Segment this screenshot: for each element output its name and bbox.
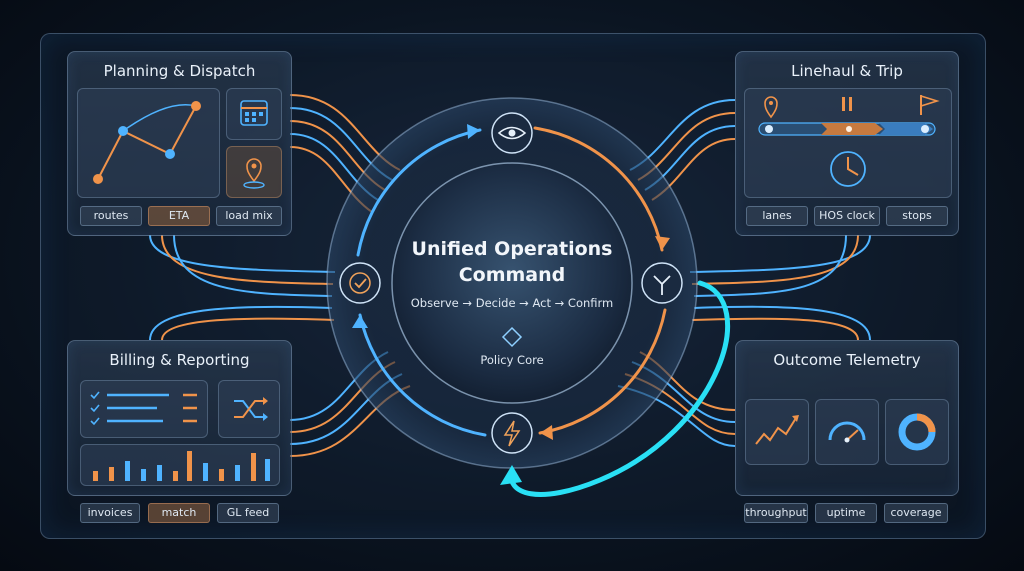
policy-diamond-icon: [501, 326, 523, 348]
chip-stops: stops: [886, 206, 948, 226]
clock-icon: [830, 151, 866, 187]
chip-eta: ETA: [148, 206, 210, 226]
panel-title: Planning & Dispatch: [103, 62, 256, 80]
eye-icon: [491, 112, 533, 154]
pause-icon: [842, 97, 852, 111]
core-loop-text: Observe → Decide → Act → Confirm: [410, 296, 614, 310]
lightning-icon: [491, 412, 533, 454]
panel-linehaul: Linehaul & Trip lanes: [735, 51, 959, 236]
checklist-tile: [80, 380, 208, 438]
check-circle-icon: [339, 262, 381, 304]
bar-chart-tile: [80, 444, 280, 486]
core-sphere: [391, 162, 633, 404]
route-map-tile: [77, 88, 220, 198]
checklist-icon: [90, 391, 197, 426]
panel-planning: Planning & Dispatch routes ETA load mix: [67, 51, 292, 236]
chip-throughput: throughput: [744, 503, 808, 523]
panel-telemetry: Outcome Telemetry: [735, 340, 959, 496]
location-pin-icon: [243, 158, 265, 189]
cycle-arrows: [352, 124, 670, 440]
chip-invoices: invoices: [80, 503, 140, 523]
panel-billing: Billing & Reporting: [67, 340, 292, 496]
trend-line-icon: [755, 415, 799, 445]
chip-lanes: lanes: [746, 206, 808, 226]
chip-uptime: uptime: [815, 503, 877, 523]
feedback-arrowhead: [500, 465, 522, 485]
route-map-icon: [93, 101, 201, 184]
donut-tile: [885, 399, 949, 465]
bar-chart-icon: [93, 451, 270, 481]
calendar-tile: [226, 88, 282, 140]
chip-load-mix: load mix: [216, 206, 282, 226]
gauge-icon: [828, 421, 866, 443]
donut-icon: [898, 413, 936, 451]
chip-match: match: [148, 503, 210, 523]
shuffle-tile: [218, 380, 280, 438]
trip-timeline-tile: [744, 88, 952, 198]
gauge-tile: [815, 399, 879, 465]
feedback-loop: [508, 280, 731, 497]
panel-title: Linehaul & Trip: [791, 62, 903, 80]
shuffle-icon: [234, 397, 268, 421]
chip-coverage: coverage: [884, 503, 948, 523]
chip-routes: routes: [80, 206, 142, 226]
panel-title: Billing & Reporting: [109, 351, 250, 369]
core-title-line1: Unified Operations: [411, 238, 613, 260]
core-title-line2: Command: [458, 264, 566, 286]
connector-right-vertical: [689, 234, 871, 341]
trip-timeline: [758, 94, 940, 187]
chip-hos-clock: HOS clock: [814, 206, 880, 226]
chip-gl-feed: GL feed: [217, 503, 279, 523]
connector-left-vertical: [149, 234, 336, 341]
policy-core-label: Policy Core: [480, 353, 544, 367]
trend-tile: [745, 399, 809, 465]
flag-icon: [920, 94, 940, 115]
location-pin-icon: [764, 96, 778, 119]
branch-arrows-icon: [641, 262, 683, 304]
location-tile: [226, 146, 282, 198]
panel-title: Outcome Telemetry: [773, 351, 921, 369]
calendar-icon: [240, 100, 268, 126]
